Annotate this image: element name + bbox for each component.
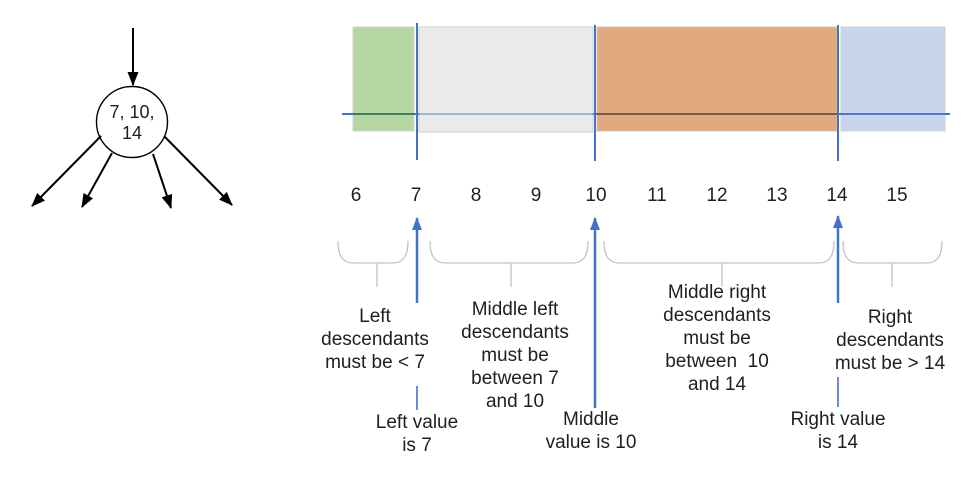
underbrace-left bbox=[337, 240, 409, 264]
number-tick-9: 9 bbox=[530, 185, 542, 206]
number-tick-6: 6 bbox=[350, 185, 362, 206]
number-tick-15: 15 bbox=[886, 185, 908, 206]
label-line: between 10 bbox=[665, 351, 769, 372]
child-arrow-3 bbox=[152, 153, 173, 209]
label-line: descendants bbox=[321, 329, 429, 350]
number-tick-11: 11 bbox=[647, 185, 667, 206]
tree-node-circle bbox=[95, 85, 169, 159]
label-line: is 7 bbox=[402, 435, 432, 456]
child-arrow-1 bbox=[31, 135, 102, 207]
label-line: Left bbox=[359, 306, 391, 327]
number-tick-10: 10 bbox=[585, 185, 607, 206]
label-line: descendants bbox=[461, 322, 569, 343]
label-line: descendants bbox=[663, 305, 771, 326]
number-tick-8: 8 bbox=[470, 185, 482, 206]
number-tick-12: 12 bbox=[706, 185, 728, 206]
label-line: Right value bbox=[790, 409, 886, 430]
tree-node-label-line1: 7, 10, bbox=[109, 102, 155, 122]
number-tick-14: 14 bbox=[826, 185, 848, 206]
label-middle-left-descendants: Middle left descendants must be between … bbox=[435, 298, 595, 413]
label-right-descendants: Right descendants must be > 14 bbox=[805, 306, 972, 375]
range-middle-right-rect bbox=[596, 26, 838, 132]
label-line: between 7 bbox=[471, 368, 559, 389]
label-line: must be > 14 bbox=[834, 353, 946, 374]
underbrace-right bbox=[842, 240, 943, 264]
label-line: Middle bbox=[563, 409, 619, 430]
range-band bbox=[342, 23, 950, 161]
label-line: value is 10 bbox=[545, 432, 637, 453]
label-line: Middle right bbox=[667, 282, 767, 303]
value-arrows bbox=[412, 215, 843, 410]
tree-diagram bbox=[31, 28, 233, 209]
range-middle-left-rect bbox=[418, 26, 594, 133]
label-line: must be < 7 bbox=[325, 352, 425, 373]
label-line: and 14 bbox=[687, 374, 747, 395]
label-middle-right-descendants: Middle right descendants must be between… bbox=[627, 281, 807, 396]
label-middle-value: Middle value is 10 bbox=[521, 408, 661, 454]
underbrace-middle-left bbox=[429, 240, 589, 264]
label-line: must be bbox=[481, 345, 549, 366]
number-tick-13: 13 bbox=[766, 185, 788, 206]
label-line: is 14 bbox=[817, 432, 859, 453]
label-left-descendants: Left descendants must be < 7 bbox=[295, 305, 455, 374]
label-right-value: Right value is 14 bbox=[778, 408, 898, 454]
range-right-rect bbox=[840, 26, 946, 132]
tree-node-label: 7, 10, 14 bbox=[87, 102, 177, 144]
label-line: must be bbox=[683, 328, 751, 349]
underbraces bbox=[337, 240, 943, 287]
label-line: Middle left bbox=[471, 299, 559, 320]
tree-node-label-line2: 14 bbox=[121, 123, 143, 143]
child-arrow-2 bbox=[81, 152, 113, 208]
child-arrow-4 bbox=[163, 135, 233, 206]
label-line: Right bbox=[867, 307, 913, 328]
label-line: and 10 bbox=[485, 391, 545, 412]
label-line: descendants bbox=[836, 330, 944, 351]
underbrace-middle-right bbox=[603, 240, 835, 264]
label-line: Left value bbox=[375, 412, 459, 433]
label-left-value: Left value is 7 bbox=[357, 411, 477, 457]
range-left-rect bbox=[352, 26, 415, 132]
number-tick-7: 7 bbox=[410, 185, 422, 206]
